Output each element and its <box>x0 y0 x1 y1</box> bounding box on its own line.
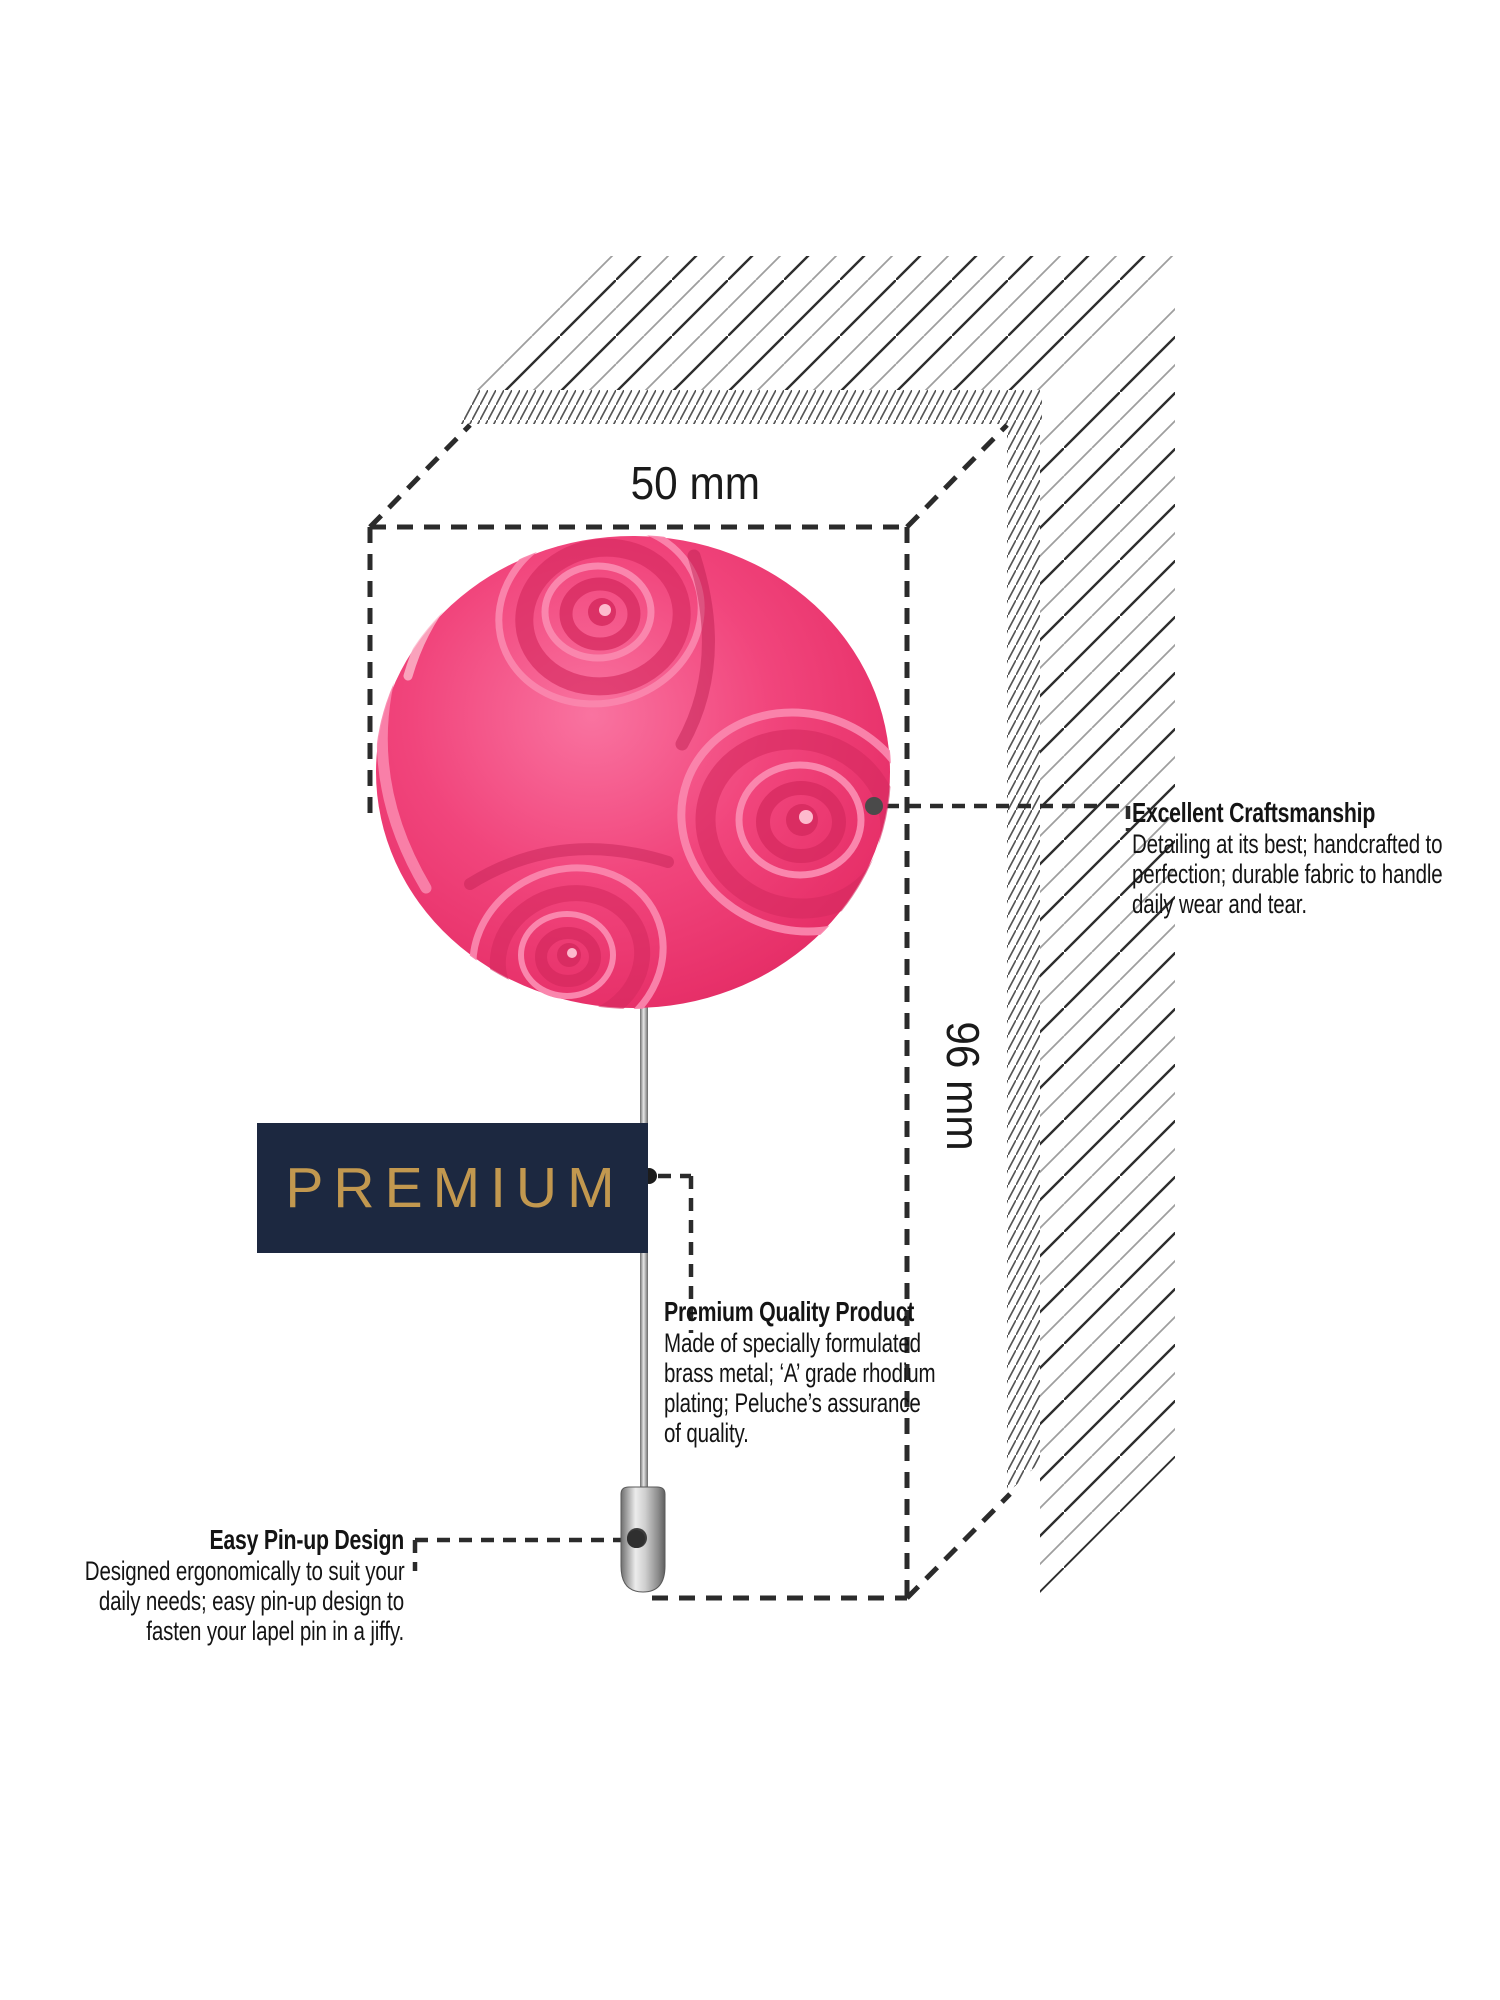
premium-quality-line: of quality. <box>664 1418 749 1448</box>
premium-tag <box>257 1123 648 1253</box>
right-hatch-fringe <box>1040 289 1175 1593</box>
height-dimension-label: 96 mm <box>937 1021 989 1151</box>
right-hatch-band <box>1007 424 1040 1494</box>
premium-quality-annotation: Premium Quality Product Made of speciall… <box>664 1296 936 1448</box>
top-hatch-band <box>456 390 1042 424</box>
flower <box>376 535 891 1009</box>
top-hatch-fringe <box>455 256 1176 390</box>
flower-fold-center <box>675 549 715 751</box>
easy-pinup-dot <box>627 1530 645 1548</box>
craftsmanship-line: Detailing at its best; handcrafted to <box>1132 829 1443 859</box>
craftsmanship-line: perfection; durable fabric to handle <box>1132 859 1443 889</box>
easy-pinup-line: daily needs; easy pin-up design to <box>98 1586 405 1616</box>
premium-quality-line: Made of specially formulated <box>664 1328 921 1358</box>
premium-quality-line: brass metal; ‘A’ grade rhodium <box>664 1358 936 1388</box>
craftsmanship-dot <box>865 797 883 815</box>
premium-quality-line: plating; Peluche’s assurance <box>664 1388 921 1418</box>
easy-pinup-heading: Easy Pin-up Design <box>209 1524 404 1555</box>
craftsmanship-heading: Excellent Craftsmanship <box>1132 797 1376 828</box>
easy-pinup-connector <box>412 1537 624 1571</box>
easy-pinup-annotation: Easy Pin-up Design Designed ergonomicall… <box>84 1524 405 1646</box>
craftsmanship-line: daily wear and tear. <box>1132 889 1307 919</box>
easy-pinup-line: Designed ergonomically to suit your <box>84 1556 405 1586</box>
premium-quality-heading: Premium Quality Product <box>664 1296 915 1327</box>
easy-pinup-line: fasten your lapel pin in a jiffy. <box>146 1616 404 1646</box>
bounding-box-dashed <box>367 423 1012 1601</box>
craftsmanship-annotation: Excellent Craftsmanship Detailing at its… <box>1132 797 1443 919</box>
premium-quality-connector <box>658 1173 694 1333</box>
craftsmanship-connector <box>886 803 1131 831</box>
flower-fold-lower <box>464 843 674 890</box>
width-dimension-label: 50 mm <box>630 457 760 509</box>
premium-tag-label: PREMIUM <box>285 1156 624 1220</box>
